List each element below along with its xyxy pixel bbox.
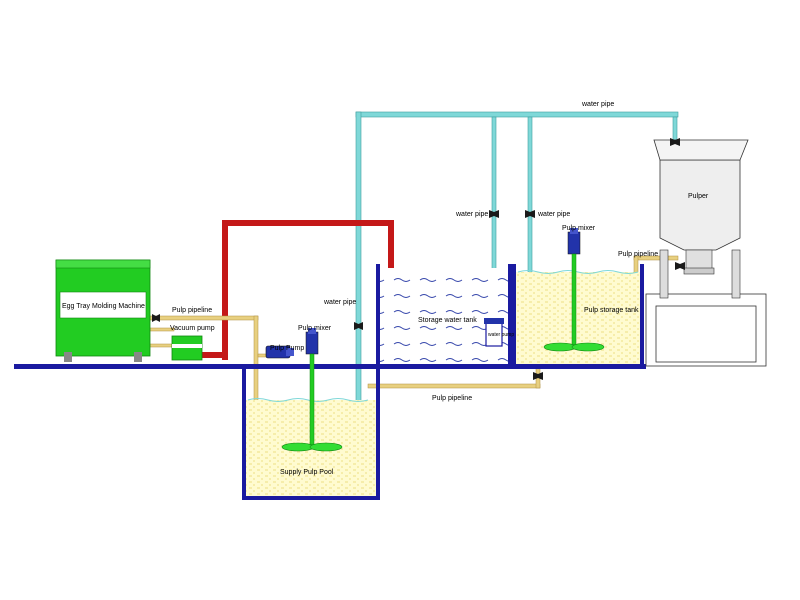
ground-line [14, 364, 646, 369]
supply-pool-mixer [281, 328, 343, 452]
pulp-pump [265, 345, 294, 359]
label-water-pipe-left: water pipe [323, 299, 356, 306]
labels: Egg Tray Molding Machine Pulp pipeline V… [62, 101, 709, 476]
label-water-pipe-mid2: water pipe [537, 211, 570, 218]
label-pulp-mixer-supply: Pulp mixer [298, 325, 332, 332]
label-pulp-pump: Pulp Pump [270, 345, 304, 352]
label-water-pipe-mid: water pipe [455, 211, 488, 218]
label-pulp-pipeline-bottom: Pulp pipeline [432, 395, 472, 402]
pulp-storage-tank [512, 264, 644, 368]
pulper [645, 139, 767, 367]
label-pulp-mixer-storage: Pulp mixer [562, 225, 596, 232]
label-water-pump: water pump [488, 332, 514, 338]
water-pump [484, 318, 504, 347]
label-pulp-pipeline-machine: Pulp pipeline [172, 307, 212, 314]
vacuum-pump [171, 335, 203, 361]
vacuum-return-pipe [200, 220, 394, 360]
valves [152, 138, 685, 380]
label-storage-water-tank: Storage water tank [418, 317, 477, 324]
pulp-storage-mixer [543, 228, 605, 352]
label-vacuum-pump: Vacuum pump [170, 325, 215, 332]
label-pulp-pipeline-pulper: Pulp pipeline [618, 251, 658, 258]
label-pulper: Pulper [688, 193, 709, 200]
label-pulp-storage-tank: Pulp storage tank [584, 307, 639, 314]
label-egg-tray-machine: Egg Tray Molding Machine [62, 303, 145, 310]
storage-water-tank [376, 264, 512, 368]
label-water-pipe-top: water pipe [581, 101, 614, 108]
label-supply-pulp-pool: Supply Pulp Pool [280, 469, 334, 476]
egg-tray-molding-machine [55, 259, 151, 362]
